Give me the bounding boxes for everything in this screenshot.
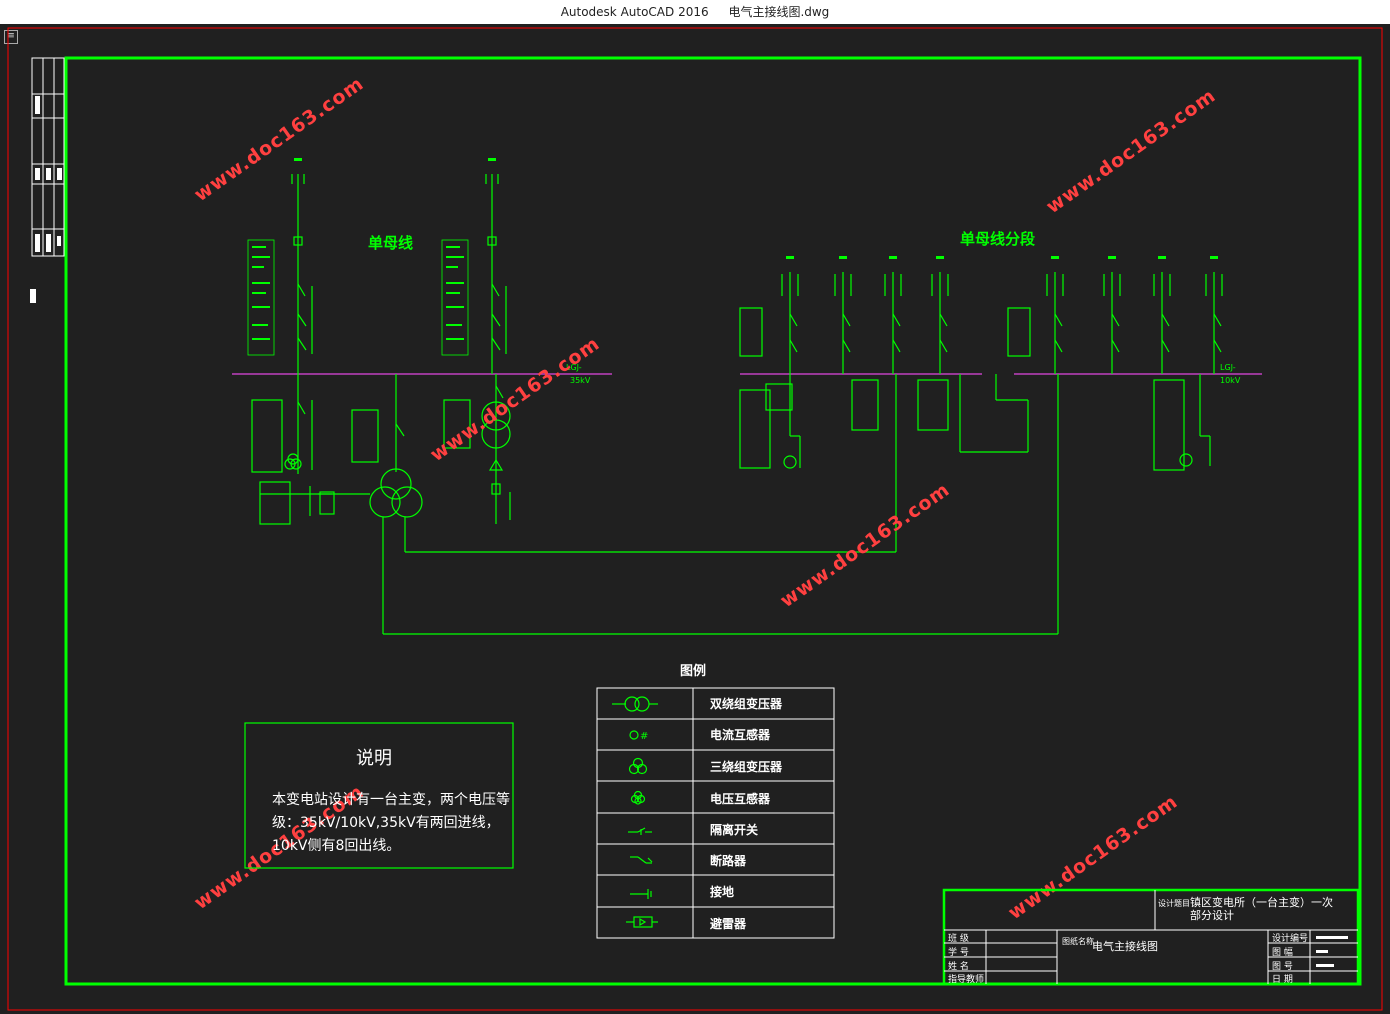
outgoing-feeders-section-2	[1046, 272, 1223, 374]
binding-strip	[31, 57, 65, 257]
current-transformer-icon: #	[629, 730, 648, 742]
notes-line-2: 级：35kV/10kV,35kV有两回进线，	[272, 815, 500, 831]
window-title-bar: Autodesk AutoCAD 2016 电气主接线图.dwg	[0, 0, 1390, 24]
voltage-transformer-icon	[630, 790, 646, 805]
file-name: 电气主接线图.dwg	[728, 5, 830, 19]
station-transformer-bay	[443, 374, 511, 524]
project-line-1: 镇区变电所（一台主变）一次	[1190, 895, 1333, 909]
tb-right-2: 图 幅	[1272, 946, 1293, 958]
main-transformer	[259, 374, 1059, 635]
outgoing-feeders-section-1	[781, 272, 949, 374]
binding-strip-marks	[30, 96, 62, 303]
legend-title: 图例	[680, 663, 706, 679]
tb-left-4: 指导教师	[948, 973, 984, 985]
svg-text:www.doc163.com: www.doc163.com	[776, 478, 954, 612]
notes-title: 说明	[356, 748, 392, 769]
disconnector-icon	[628, 827, 652, 835]
bus35-cable-label: LGJ-	[566, 363, 582, 372]
drawing-limit-border	[7, 27, 1383, 1011]
cad-drawing-area[interactable]: 单母线 单母线分段 LGJ- 35kV LGJ- 10kV	[0, 24, 1390, 1014]
legend-label-8: 避雷器	[710, 916, 747, 931]
viewport-menu-icon[interactable]: ≡	[4, 30, 18, 44]
svg-text:www.doc163.com: www.doc163.com	[190, 72, 368, 206]
bus10-cable-label: LGJ-	[1220, 363, 1236, 372]
surge-arrester-icon	[626, 916, 658, 928]
legend-label-2: 电流互感器	[710, 727, 771, 742]
single-bus-label: 单母线	[368, 234, 413, 252]
pt-bays-10kv	[739, 307, 1211, 471]
pt-bay-35kv	[251, 374, 313, 474]
project-line-2: 部分设计	[1190, 908, 1234, 922]
legend-label-4: 电压互感器	[710, 791, 771, 806]
incoming-feeder-2	[485, 174, 507, 374]
legend-label-3: 三绕组变压器	[710, 759, 783, 774]
legend-label-6: 断路器	[710, 853, 747, 868]
project-label: 设计题目	[1158, 898, 1190, 908]
notes-line-1: 本变电站设计有一台主变，两个电压等	[272, 791, 510, 808]
drawing-name-label: 图纸名称	[1062, 936, 1094, 946]
svg-text:www.doc163.com: www.doc163.com	[1042, 84, 1220, 218]
circuit-breaker-icon	[630, 856, 653, 864]
bus10-voltage-label: 10kV	[1220, 376, 1241, 385]
feeder-top-marks	[294, 158, 496, 161]
notes-line-3: 10kV侧有8回出线。	[272, 838, 400, 854]
tb-left-2: 学 号	[948, 946, 969, 958]
two-winding-transformer-icon	[612, 696, 658, 712]
drawing-name: 电气主接线图	[1092, 939, 1158, 953]
drawing-frame	[64, 56, 1362, 986]
outgoing-feeder-top-marks	[786, 256, 1218, 259]
tb-right-4: 日 期	[1272, 974, 1293, 985]
tb-left-3: 姓 名	[948, 960, 969, 972]
sectioned-bus-label: 单母线分段	[960, 230, 1035, 248]
title-block: 设计题目 镇区变电所（一台主变）一次 部分设计 图纸名称 电气主接线图 班 级 …	[942, 888, 1360, 986]
legend-label-5: 隔离开关	[710, 822, 758, 837]
legend-label-7: 接地	[710, 884, 734, 899]
legend-table	[596, 687, 835, 939]
tb-right-1: 设计编号	[1272, 932, 1308, 944]
tb-right-3: 图 号	[1272, 961, 1293, 972]
app-name: Autodesk AutoCAD 2016	[560, 5, 709, 19]
svg-text:#: #	[640, 731, 648, 742]
notes-box	[244, 722, 514, 869]
three-winding-transformer-icon	[628, 757, 648, 775]
incoming-feeder-1	[291, 174, 313, 374]
svg-text:www.doc163.com: www.doc163.com	[426, 332, 604, 466]
legend-label-1: 双绕组变压器	[710, 696, 783, 711]
equipment-label-blocks	[247, 239, 469, 356]
grounding-icon	[630, 889, 652, 899]
tb-left-1: 班 级	[948, 932, 969, 944]
bus35-voltage-label: 35kV	[570, 376, 591, 385]
